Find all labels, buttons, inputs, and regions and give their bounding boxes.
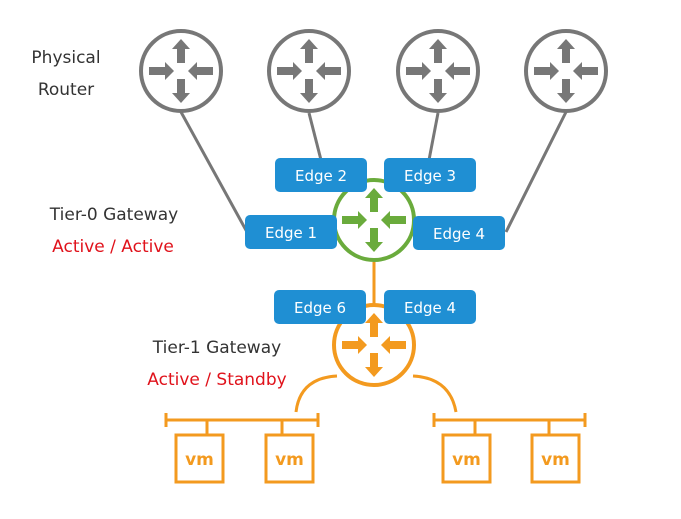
physical-router-3 <box>396 29 480 113</box>
physical-router-label-line1: Physical <box>31 48 100 68</box>
tier0-edge-1: Edge 1 <box>245 215 337 249</box>
router-circle <box>332 303 416 387</box>
uplink-router3-edge3 <box>427 112 440 161</box>
uplink-router4-edge4 <box>504 111 568 233</box>
vm-label: vm <box>185 450 214 470</box>
physical-router-2 <box>267 29 351 113</box>
segment-left <box>164 413 320 435</box>
tier0-edge-4: Edge 4 <box>413 216 505 250</box>
vm-2: vm <box>264 433 315 484</box>
physical-uplinks <box>179 111 568 233</box>
segment-right <box>432 413 587 435</box>
tier0-gateway-title: Tier-0 Gateway <box>49 205 178 225</box>
router-circle <box>524 29 608 113</box>
physical-router-1 <box>139 29 223 113</box>
edge-label: Edge 2 <box>295 167 347 185</box>
physical-router-label-line2: Router <box>38 80 94 100</box>
tier1-edge-6: Edge 6 <box>274 290 366 324</box>
uplink-router2-edge2 <box>307 112 323 161</box>
router-circle <box>396 29 480 113</box>
vm-label: vm <box>275 450 304 470</box>
vm-1: vm <box>174 433 225 484</box>
vm-3: vm <box>441 433 492 484</box>
tier1-downlinks <box>294 374 458 413</box>
vm-4: vm <box>530 433 581 484</box>
edge-label: Edge 6 <box>294 299 346 317</box>
edge-label: Edge 4 <box>433 225 485 243</box>
tier1-gateway-router <box>332 303 416 387</box>
tier0-gateway-mode: Active / Active <box>52 237 174 257</box>
tier0-edge-3: Edge 3 <box>384 158 476 192</box>
downlink-right <box>412 374 458 413</box>
vm-label: vm <box>541 450 570 470</box>
uplink-router1-edge1 <box>179 111 249 233</box>
physical-router-4 <box>524 29 608 113</box>
router-circle <box>139 29 223 113</box>
vm-label: vm <box>452 450 481 470</box>
tier1-edge-4: Edge 4 <box>384 290 476 324</box>
router-circle <box>267 29 351 113</box>
edge-label: Edge 4 <box>404 299 456 317</box>
tier1-gateway-mode: Active / Standby <box>147 370 286 390</box>
tier0-edge-2: Edge 2 <box>275 158 367 192</box>
downlink-left <box>294 374 338 413</box>
edge-label: Edge 1 <box>265 224 317 242</box>
edge-label: Edge 3 <box>404 167 456 185</box>
tier1-gateway-title: Tier-1 Gateway <box>152 338 281 358</box>
